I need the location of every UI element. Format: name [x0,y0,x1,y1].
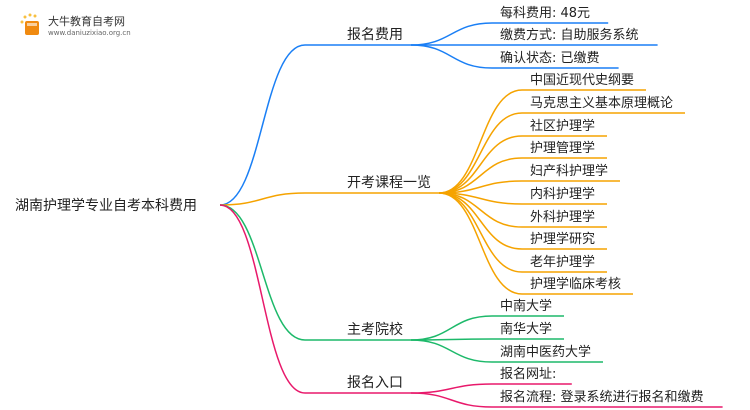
child-connector [438,135,523,194]
branch-connector [219,192,306,206]
child-connector [410,383,493,394]
child-connector [438,192,523,273]
child-connector [410,315,493,341]
child-connector [438,192,523,250]
branch-node: 报名费用 [347,27,403,43]
book-logo-icon [20,13,39,35]
child-connector [438,192,523,295]
child-connector [410,339,493,363]
branch-connector [219,44,306,206]
leaf-node: 马克思主义基本原理概论 [530,96,673,111]
child-connector [438,89,523,194]
branch-node: 报名入口 [347,375,403,391]
root-node: 湖南护理学专业自考本科费用 [15,198,197,214]
leaf-node: 老年护理学 [530,254,595,270]
branch-connector [219,204,306,341]
leaf-node: 湖南中医药大学 [500,344,591,360]
child-connector [410,392,493,408]
child-connector [438,112,523,194]
leaf-node: 妇产科护理学 [530,163,608,179]
leaf-node: 每科费用: 48元 [500,5,590,21]
branch-node: 开考课程一览 [347,175,431,191]
branch-connector [219,204,306,394]
leaf-node: 报名流程: 登录系统进行报名和缴费 [500,389,704,405]
leaf-node: 中国近现代史纲要 [530,73,634,88]
leaf-node: 南华大学 [500,321,552,337]
logo: 大牛教育自考网 www.daniuzixiao.org.cn [18,12,131,38]
leaf-node: 中南大学 [500,298,552,314]
leaf-node: 护理学研究 [530,231,595,247]
leaf-node: 社区护理学 [530,118,595,134]
child-connector [438,157,523,194]
leaf-node: 内科护理学 [530,186,595,202]
leaf-node: 缴费方式: 自助服务系统 [500,27,639,43]
logo-url: www.daniuzixiao.org.cn [48,29,131,37]
leaf-node: 外科护理学 [530,209,595,225]
logo-title: 大牛教育自考网 [48,15,125,28]
child-connector [410,22,493,46]
child-connector [410,44,493,69]
leaf-node: 报名网址: [500,366,556,382]
leaf-node: 护理管理学 [530,140,595,156]
leaf-node: 确认状态: 已缴费 [500,51,600,66]
branch-node: 主考院校 [347,321,403,338]
leaf-node: 护理学临床考核 [530,276,621,292]
